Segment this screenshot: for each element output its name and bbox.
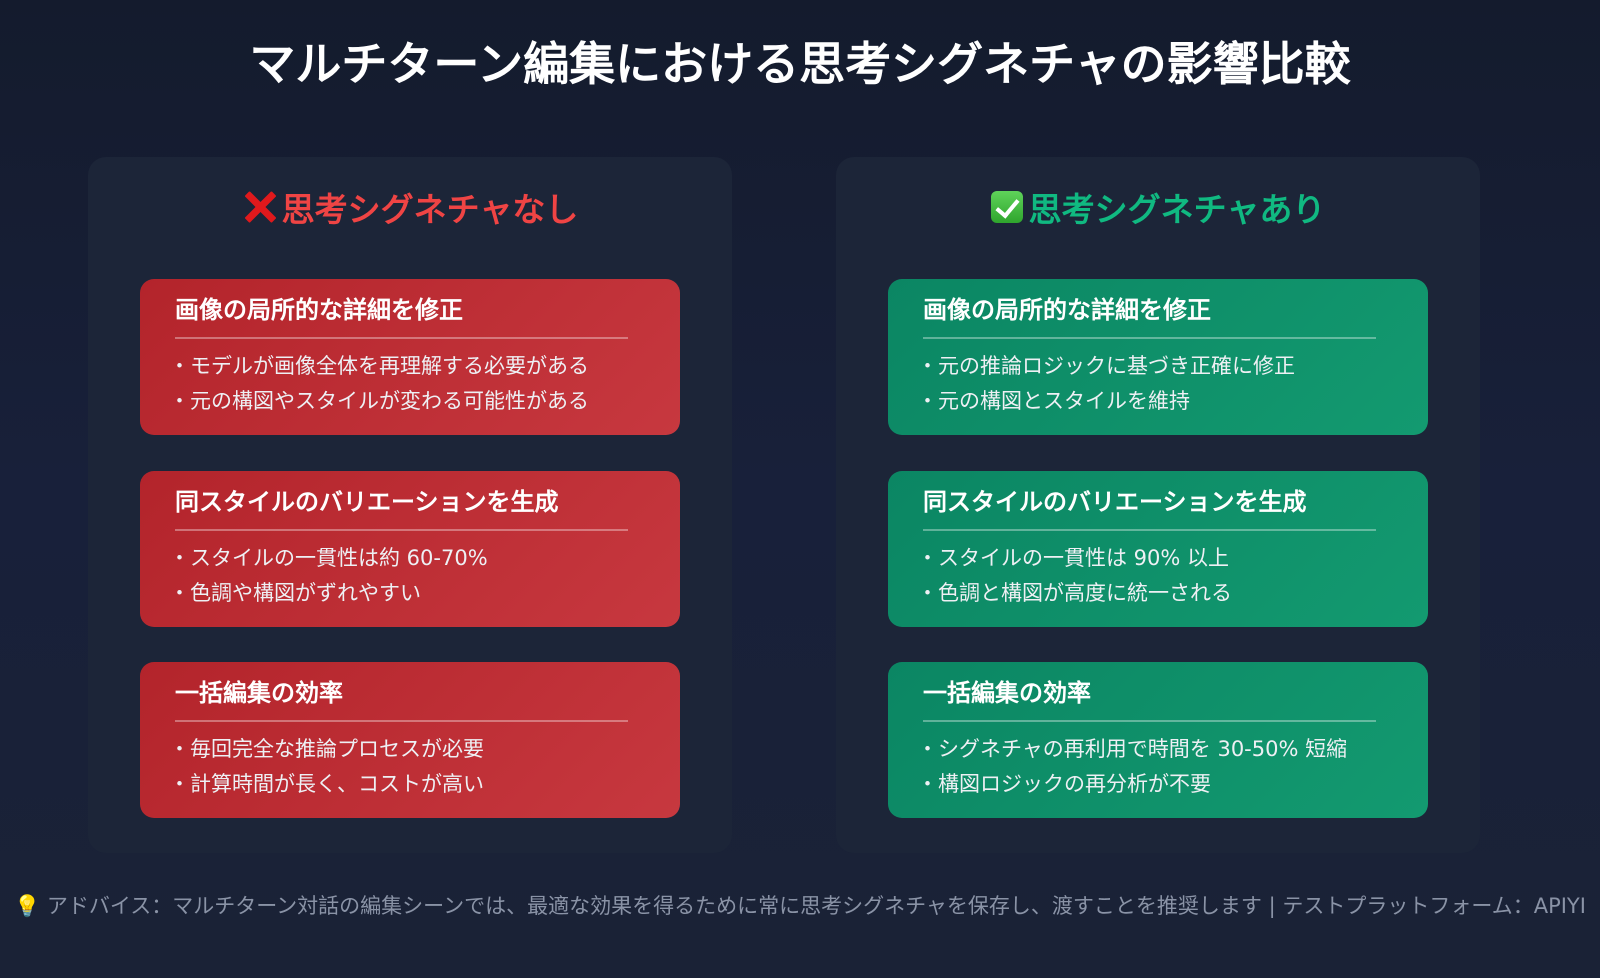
panel-heading-label: 思考シグネチャなし xyxy=(281,190,579,229)
bullet-item: 構図ロジックの再分析が不要 xyxy=(923,767,1394,802)
bullet-item: シグネチャの再利用で時間を 30-50% 短縮 xyxy=(923,732,1394,767)
card-title: 画像の局所的な詳細を修正 xyxy=(923,295,1376,339)
bullet-item: スタイルの一貫性は約 60-70% xyxy=(175,541,646,576)
bullet-item: 色調や構図がずれやすい xyxy=(175,576,646,611)
panel-heading-label: 思考シグネチャあり xyxy=(1028,190,1326,229)
bullet-item: 色調と構図が高度に統一される xyxy=(923,576,1394,611)
card-bullets: モデルが画像全体を再理解する必要がある 元の構図やスタイルが変わる可能性がある xyxy=(175,349,646,419)
comparison-card-batch-efficiency: 一括編集の効率 毎回完全な推論プロセスが必要 計算時間が長く、コストが高い xyxy=(140,662,680,818)
panel-heading: 思考シグネチャあり xyxy=(836,183,1480,231)
bullet-item: スタイルの一貫性は 90% 以上 xyxy=(923,541,1394,576)
check-mark-icon xyxy=(990,191,1023,223)
comparison-card-local-edit: 画像の局所的な詳細を修正 元の推論ロジックに基づき正確に修正 元の構図とスタイル… xyxy=(888,279,1428,435)
panel-heading: 思考シグネチャなし xyxy=(88,183,732,231)
panel-with-signature: 思考シグネチャあり 画像の局所的な詳細を修正 元の推論ロジックに基づき正確に修正… xyxy=(836,157,1480,853)
bullet-item: 計算時間が長く、コストが高い xyxy=(175,767,646,802)
card-title: 同スタイルのバリエーションを生成 xyxy=(923,487,1376,531)
panel-without-signature: 思考シグネチャなし 画像の局所的な詳細を修正 モデルが画像全体を再理解する必要が… xyxy=(88,157,732,853)
card-bullets: スタイルの一貫性は約 60-70% 色調や構図がずれやすい xyxy=(175,541,646,611)
bullet-item: 元の推論ロジックに基づき正確に修正 xyxy=(923,349,1394,384)
cross-mark-icon xyxy=(242,190,276,224)
bullet-item: 毎回完全な推論プロセスが必要 xyxy=(175,732,646,767)
bullet-item: モデルが画像全体を再理解する必要がある xyxy=(175,349,646,384)
card-bullets: スタイルの一貫性は 90% 以上 色調と構図が高度に統一される xyxy=(923,541,1394,611)
bullet-item: 元の構図やスタイルが変わる可能性がある xyxy=(175,384,646,419)
card-bullets: シグネチャの再利用で時間を 30-50% 短縮 構図ロジックの再分析が不要 xyxy=(923,732,1394,802)
page-title: マルチターン編集における思考シグネチャの影響比較 xyxy=(249,37,1351,91)
comparison-card-style-variation: 同スタイルのバリエーションを生成 スタイルの一貫性は 90% 以上 色調と構図が… xyxy=(888,471,1428,627)
card-title: 画像の局所的な詳細を修正 xyxy=(175,295,628,339)
card-title: 一括編集の効率 xyxy=(175,678,628,722)
card-title: 一括編集の効率 xyxy=(923,678,1376,722)
card-bullets: 毎回完全な推論プロセスが必要 計算時間が長く、コストが高い xyxy=(175,732,646,802)
footer-note: 💡 アドバイス：マルチターン対話の編集シーンでは、最適な効果を得るために常に思考… xyxy=(14,894,1586,918)
comparison-card-style-variation: 同スタイルのバリエーションを生成 スタイルの一貫性は約 60-70% 色調や構図… xyxy=(140,471,680,627)
comparison-card-local-edit: 画像の局所的な詳細を修正 モデルが画像全体を再理解する必要がある 元の構図やスタ… xyxy=(140,279,680,435)
card-title: 同スタイルのバリエーションを生成 xyxy=(175,487,628,531)
bullet-item: 元の構図とスタイルを維持 xyxy=(923,384,1394,419)
comparison-card-batch-efficiency: 一括編集の効率 シグネチャの再利用で時間を 30-50% 短縮 構図ロジックの再… xyxy=(888,662,1428,818)
card-bullets: 元の推論ロジックに基づき正確に修正 元の構図とスタイルを維持 xyxy=(923,349,1394,419)
